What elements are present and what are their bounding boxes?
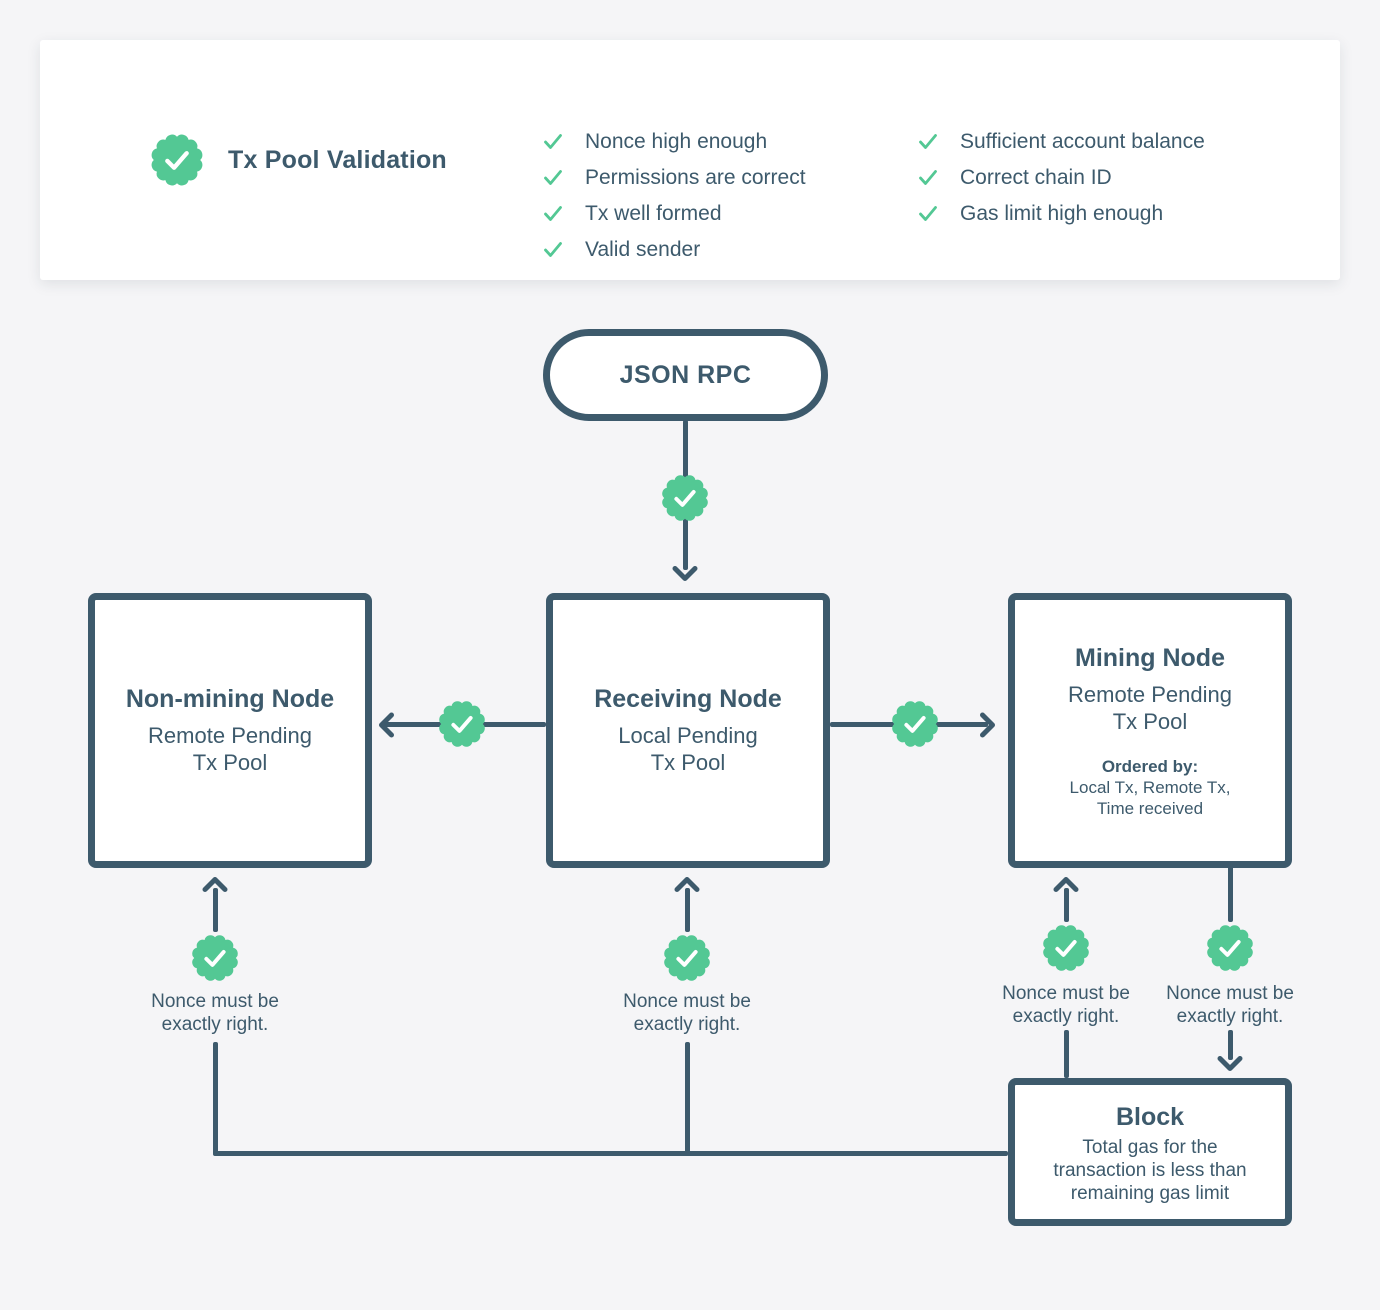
mining-ordered-by: Ordered by: Local Tx, Remote Tx, Time re…	[1070, 757, 1231, 819]
node-subtitle: Local Pending Tx Pool	[618, 722, 757, 776]
validation-card: Tx Pool Validation Nonce high enough Per…	[40, 40, 1340, 280]
node-subtitle: Remote Pending Tx Pool	[148, 722, 312, 776]
block-body-line: remaining gas limit	[1070, 1183, 1230, 1204]
nonce-note-line: Nonce must be	[1002, 983, 1130, 1004]
node-mining: Mining Node Remote Pending Tx Pool Order…	[1008, 593, 1292, 868]
block-body: Total gas for the transaction is less th…	[1053, 1136, 1246, 1205]
card-title: Tx Pool Validation	[228, 145, 447, 174]
validation-item: Nonce high enough	[543, 130, 806, 154]
connector-nonmining-down	[213, 1042, 218, 1155]
node-title: Receiving Node	[594, 685, 782, 713]
connector-block-mining	[1064, 1030, 1069, 1078]
check-icon	[543, 241, 563, 259]
validation-item-label: Sufficient account balance	[960, 130, 1205, 153]
nonce-note-line: exactly right.	[1176, 1006, 1284, 1027]
nonce-note: Nonce must be exactly right.	[115, 990, 315, 1036]
validation-item-label: Nonce high enough	[585, 130, 768, 153]
check-seal-icon	[436, 698, 488, 750]
check-seal-icon	[148, 131, 206, 189]
connector-mining-up	[1064, 888, 1069, 922]
validation-list-right: Sufficient account balance Correct chain…	[918, 130, 1205, 226]
arrowhead-left-icon	[378, 712, 394, 738]
node-non-mining: Non-mining Node Remote Pending Tx Pool	[88, 593, 372, 868]
validation-item-label: Permissions are correct	[585, 166, 806, 189]
check-seal-icon	[1040, 922, 1092, 974]
nonce-note: Nonce must be exactly right.	[966, 982, 1166, 1028]
nonce-note-line: Nonce must be	[151, 991, 279, 1012]
check-icon	[543, 169, 563, 187]
check-seal-icon	[661, 932, 713, 984]
nonce-note: Nonce must be exactly right.	[587, 990, 787, 1036]
ordered-by-line: Time received	[1096, 799, 1204, 818]
connector-receiving-down	[685, 1042, 690, 1153]
check-icon	[543, 133, 563, 151]
nonce-note-line: Nonce must be	[623, 991, 751, 1012]
ordered-by-label: Ordered by:	[1101, 757, 1199, 776]
validation-item: Tx well formed	[543, 202, 806, 226]
validation-card-header: Tx Pool Validation	[148, 40, 447, 280]
arrowhead-up-icon	[202, 876, 228, 892]
connector-mining-block-bottom	[1228, 1030, 1233, 1060]
nonce-note-line: Nonce must be	[1166, 983, 1294, 1004]
ordered-by-line: Local Tx, Remote Tx,	[1069, 778, 1231, 797]
node-subtitle-line: Remote Pending	[1068, 682, 1232, 707]
check-seal-icon	[1204, 922, 1256, 974]
validation-item: Sufficient account balance	[918, 130, 1205, 154]
node-subtitle: Remote Pending Tx Pool	[1068, 681, 1232, 735]
node-block: Block Total gas for the transaction is l…	[1008, 1078, 1292, 1226]
ordered-by-lines: Local Tx, Remote Tx, Time received	[1070, 777, 1231, 819]
check-icon	[918, 169, 938, 187]
validation-item: Gas limit high enough	[918, 202, 1205, 226]
connector-mining-block-top	[1228, 864, 1233, 922]
validation-item-label: Correct chain ID	[960, 166, 1112, 189]
node-json-rpc-label: JSON RPC	[619, 360, 752, 389]
arrowhead-down-icon	[672, 566, 698, 582]
check-icon	[918, 205, 938, 223]
connector-bottom-to-block	[213, 1151, 1008, 1156]
arrowhead-right-icon	[980, 712, 996, 738]
validation-list-left: Nonce high enough Permissions are correc…	[543, 130, 806, 262]
connector-receiving-up	[685, 888, 690, 932]
validation-item-label: Tx well formed	[585, 202, 722, 225]
nonce-note-line: exactly right.	[1012, 1006, 1120, 1027]
check-seal-icon	[189, 932, 241, 984]
nonce-note: Nonce must be exactly right.	[1130, 982, 1330, 1028]
arrowhead-up-icon	[1053, 876, 1079, 892]
node-subtitle-line: Local Pending	[618, 723, 758, 748]
node-receiving: Receiving Node Local Pending Tx Pool	[546, 593, 830, 868]
validation-item-label: Gas limit high enough	[960, 202, 1164, 225]
block-body-line: transaction is less than	[1053, 1160, 1247, 1181]
node-subtitle-line: Tx Pool	[1112, 709, 1188, 734]
arrowhead-down-icon	[1217, 1056, 1243, 1072]
check-icon	[543, 205, 563, 223]
nonce-note-line: exactly right.	[161, 1014, 269, 1035]
check-icon	[918, 133, 938, 151]
node-json-rpc: JSON RPC	[543, 329, 828, 421]
node-title: Block	[1115, 1103, 1185, 1131]
arrowhead-up-icon	[674, 876, 700, 892]
block-body-line: Total gas for the	[1082, 1137, 1218, 1158]
nonce-note-line: exactly right.	[633, 1014, 741, 1035]
node-subtitle-line: Tx Pool	[650, 750, 726, 775]
validation-item: Valid sender	[543, 238, 806, 262]
node-subtitle-line: Tx Pool	[192, 750, 268, 775]
check-seal-icon	[889, 698, 941, 750]
validation-item: Permissions are correct	[543, 166, 806, 190]
validation-item: Correct chain ID	[918, 166, 1205, 190]
validation-item-label: Valid sender	[585, 238, 701, 261]
connector-nonmining-up	[213, 888, 218, 932]
check-seal-icon	[659, 472, 711, 524]
node-title: Mining Node	[1075, 644, 1225, 672]
node-title: Non-mining Node	[125, 685, 335, 713]
node-subtitle-line: Remote Pending	[148, 723, 312, 748]
